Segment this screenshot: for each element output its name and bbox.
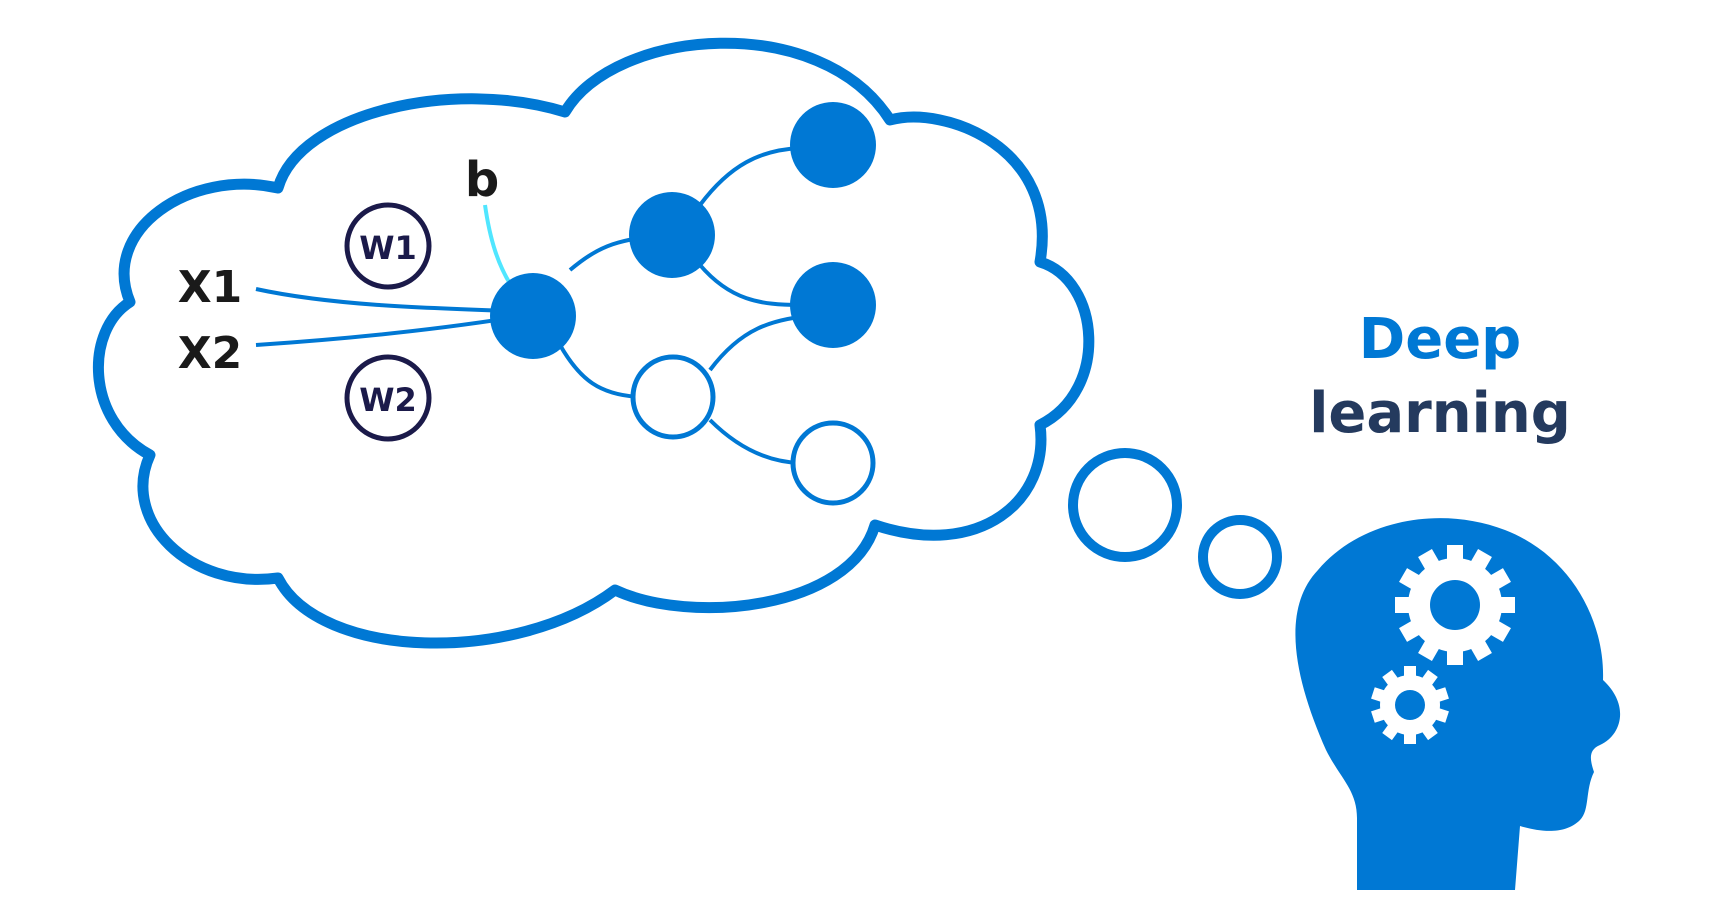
gear-icon — [1371, 666, 1449, 744]
gear-tooth — [1382, 669, 1400, 688]
gear-tooth — [1432, 707, 1449, 723]
neuron-filled — [790, 262, 876, 348]
gear-tooth — [1432, 687, 1449, 703]
thought-bubble-large — [1068, 448, 1182, 562]
bias-line — [483, 204, 514, 289]
label-x2: X2 — [178, 328, 243, 379]
gear-icon — [1395, 545, 1515, 665]
gear-tooth — [1498, 597, 1515, 613]
gear-tooth — [1382, 722, 1400, 741]
gear-tooth — [1488, 568, 1511, 591]
connection-line — [698, 146, 801, 207]
neuron-filled — [790, 102, 876, 188]
title-line-1: Deep — [1358, 307, 1522, 372]
weight-circle-w2 — [344, 354, 432, 442]
gear-tooth — [1469, 549, 1492, 572]
weight-circle-w1 — [344, 202, 432, 290]
connection-line — [708, 418, 801, 465]
neuron-empty — [790, 420, 876, 506]
label-bias: b — [465, 152, 499, 208]
gear-tooth — [1420, 669, 1438, 688]
gear-tooth — [1399, 619, 1422, 642]
gear-tooth — [1447, 648, 1463, 665]
neuron-filled — [629, 192, 715, 278]
gear-tooth — [1418, 638, 1441, 661]
thought-bubble-small — [1198, 515, 1282, 599]
gear-hole — [1430, 580, 1480, 630]
label-w2: W2 — [359, 381, 417, 419]
gear-tooth — [1447, 545, 1463, 562]
thought-cloud — [92, 37, 1095, 649]
gear-hole — [1395, 690, 1425, 720]
neuron-filled — [490, 273, 576, 359]
head-with-gears-icon — [1295, 518, 1621, 890]
neuron-empty — [630, 354, 716, 440]
label-w1: W1 — [359, 229, 417, 267]
gear-tooth — [1488, 619, 1511, 642]
input-line-x1 — [255, 287, 511, 313]
gear-tooth — [1371, 687, 1388, 703]
label-x1: X1 — [178, 262, 243, 313]
input-line-x2 — [255, 316, 511, 347]
gear-tooth — [1371, 707, 1388, 723]
gear-tooth — [1404, 731, 1416, 744]
gear-tooth — [1420, 722, 1438, 741]
gear-tooth — [1469, 638, 1492, 661]
gear-tooth — [1395, 597, 1412, 613]
gear-tooth — [1404, 666, 1416, 679]
connection-line — [558, 344, 641, 399]
gear-tooth — [1399, 568, 1422, 591]
gear-tooth — [1418, 549, 1441, 572]
connection-line — [698, 263, 801, 307]
title-line-2: learning — [1309, 381, 1571, 446]
